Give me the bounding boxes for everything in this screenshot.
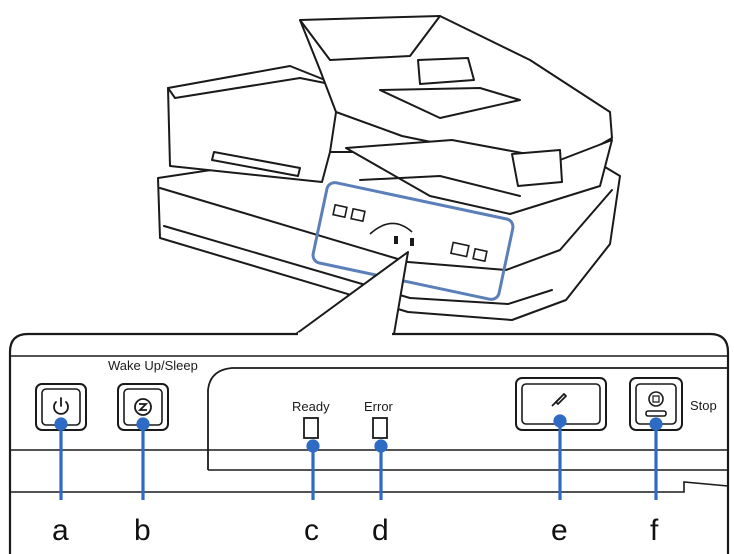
wake-sleep-icon	[134, 398, 152, 416]
callout-line-f	[649, 417, 663, 500]
mini-panel-buttons	[332, 203, 488, 263]
mini-wake-button	[350, 207, 366, 223]
mini-stop-button	[472, 247, 488, 263]
mini-start-button	[449, 241, 470, 258]
start-icon	[551, 393, 567, 407]
ready-label: Ready	[292, 399, 330, 414]
control-panel-highlight	[311, 181, 515, 301]
mini-center-bump	[369, 222, 413, 235]
cover-handle	[211, 151, 301, 177]
panel-inset	[207, 367, 728, 470]
input-tray	[379, 87, 521, 119]
panel-bottom-rule	[10, 481, 729, 493]
callout-f: f	[650, 514, 659, 547]
power-icon	[53, 397, 69, 415]
callout-lines	[54, 414, 663, 500]
error-label: Error	[364, 399, 394, 414]
mini-leds	[394, 236, 414, 246]
output-slot	[359, 175, 521, 197]
output-stopper	[511, 149, 563, 187]
mini-power-button	[332, 203, 348, 219]
callout-d: d	[372, 514, 389, 547]
wake-sleep-label: Wake Up/Sleep	[108, 358, 198, 373]
callout-b: b	[134, 514, 151, 547]
power-button[interactable]	[35, 383, 87, 431]
scanner-base-bottom-edge	[163, 225, 553, 305]
callout-a: a	[52, 514, 69, 547]
stop-icon	[645, 391, 667, 417]
start-button[interactable]	[515, 377, 607, 431]
callout-c: c	[304, 514, 319, 547]
callout-e: e	[551, 514, 568, 547]
ready-led	[303, 417, 319, 439]
callout-line-d	[374, 439, 388, 500]
adf-top-cover	[299, 15, 441, 61]
stop-label: Stop	[690, 398, 717, 413]
callout-line-a	[54, 417, 68, 500]
wake-sleep-button[interactable]	[117, 383, 169, 431]
document-cover	[167, 65, 341, 183]
document-cover-top	[167, 77, 341, 99]
callout-line-c	[306, 439, 320, 500]
callout-line-b	[136, 417, 150, 500]
paper-guide	[417, 57, 475, 85]
scanner-front-face	[159, 187, 613, 271]
callout-line-e	[553, 414, 567, 500]
error-led	[372, 417, 388, 439]
zoom-pointer	[295, 251, 409, 335]
scanner-illustration	[157, 15, 621, 321]
